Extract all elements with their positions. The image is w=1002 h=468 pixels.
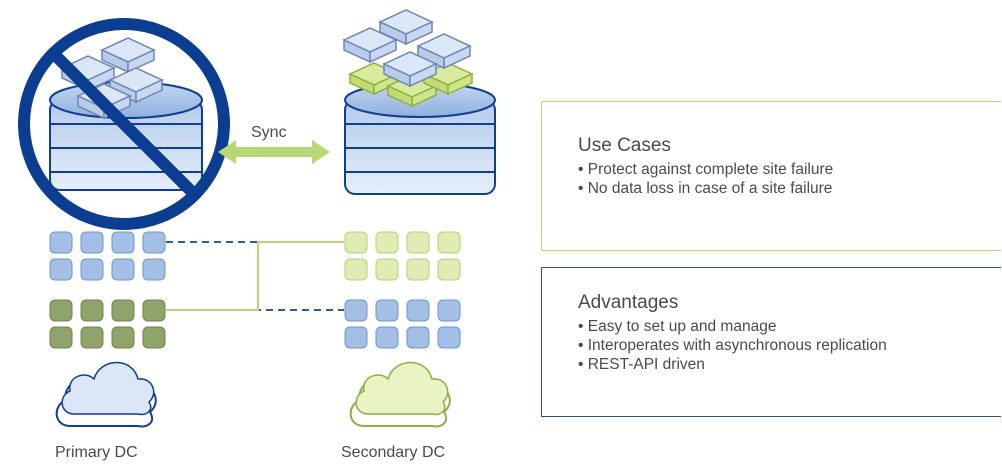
advantage-item: Easy to set up and manage (578, 317, 887, 336)
prohibited-icon (18, 18, 230, 230)
advantage-item: Interoperates with asynchronous replicat… (578, 336, 887, 355)
vm-tile (142, 258, 166, 281)
vm-tile (375, 231, 399, 254)
use-case-item: Protect against complete site failure (578, 160, 834, 179)
secondary-array-shelves (344, 82, 496, 195)
vm-tile (80, 326, 104, 349)
secondary-vm-grid-green (344, 231, 461, 281)
vm-tile (437, 299, 461, 322)
vm-tile (49, 258, 73, 281)
vm-tile (111, 231, 135, 254)
sync-label: Sync (251, 124, 287, 141)
secondary-dc-label: Secondary DC (341, 444, 446, 461)
advantages-panel: Advantages Easy to set up and manage Int… (541, 267, 1001, 417)
vm-tile (142, 299, 166, 322)
use-cases-title: Use Cases (578, 135, 671, 156)
secondary-drive-cluster-icon (342, 9, 472, 88)
vm-tile (375, 258, 399, 281)
vm-tile (80, 299, 104, 322)
advantage-item: REST-API driven (578, 355, 887, 374)
use-cases-list: Protect against complete site failure No… (578, 160, 834, 198)
vm-tile (344, 258, 368, 281)
secondary-storage-stack (342, 9, 496, 195)
vm-tile (142, 231, 166, 254)
sync-arrow (218, 140, 330, 164)
green-solid-connector (166, 241, 344, 311)
secondary-cloud-icon (349, 361, 451, 428)
vm-tile (49, 326, 73, 349)
use-case-item: No data loss in case of a site failure (578, 179, 833, 198)
vm-tile (111, 258, 135, 281)
vm-tile (406, 258, 430, 281)
primary-dc-label: Primary DC (55, 444, 138, 461)
secondary-vm-grid-blue (344, 299, 461, 349)
primary-vm-grid-blue (49, 231, 166, 281)
vm-tile (406, 299, 430, 322)
vm-tile (406, 231, 430, 254)
vm-tile (375, 299, 399, 322)
use-cases-panel: Use Cases Protect against complete site … (541, 101, 1001, 251)
vm-tile (142, 326, 166, 349)
vm-tile (49, 231, 73, 254)
blue-dashed-connector (166, 241, 344, 311)
vm-tile (344, 299, 368, 322)
vm-tile (344, 326, 368, 349)
vm-tile (49, 299, 73, 322)
primary-storage-stack (49, 37, 203, 191)
vm-tile (111, 299, 135, 322)
vm-tile (344, 231, 368, 254)
primary-vm-grid-olive (49, 299, 166, 349)
advantages-title: Advantages (578, 292, 679, 313)
replication-connectors (166, 241, 344, 311)
vm-tile (437, 326, 461, 349)
vm-tile (406, 326, 430, 349)
vm-tile (437, 231, 461, 254)
vm-tile (375, 326, 399, 349)
advantages-list: Easy to set up and manage Interoperates … (578, 317, 887, 374)
primary-cloud-icon (55, 361, 157, 428)
vm-tile (111, 326, 135, 349)
vm-tile (80, 258, 104, 281)
vm-tile (437, 258, 461, 281)
vm-grids (49, 231, 461, 349)
vm-tile (80, 231, 104, 254)
